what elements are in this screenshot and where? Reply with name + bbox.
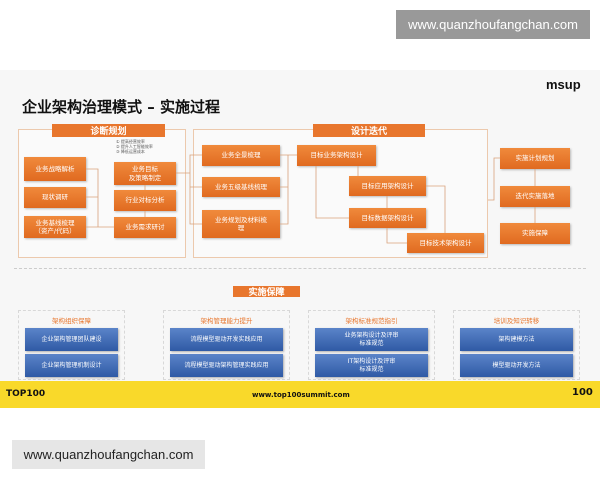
- guarantee-group: 架构管理能力提升 流程模型驱动开发实践应用 流程模型驱动架构管理实践应用: [163, 310, 290, 380]
- guarantee-group: 架构标准规范指引 业务架构设计及评审 标准规范 IT架构设计及评审 标准规范: [308, 310, 435, 380]
- item-box: 企业架构管理机制设计: [25, 354, 118, 377]
- 100-logo: 100: [572, 387, 593, 398]
- process-box: 目标应用架构设计: [349, 176, 426, 196]
- item-box: 企业架构管理团队建设: [25, 328, 118, 351]
- process-box: 目标技术架构设计: [407, 233, 484, 253]
- group-title: 架构标准规范指引: [345, 317, 398, 325]
- process-box: 实施计划规划: [500, 148, 570, 169]
- footer-url: www.top100summit.com: [252, 391, 350, 399]
- watermark-bottom: www.quanzhoufangchan.com: [12, 440, 205, 469]
- process-box: 实施保障: [500, 223, 570, 244]
- guarantee-header: 实施保障: [233, 286, 300, 298]
- item-box: 业务架构设计及评审 标准规范: [315, 328, 428, 351]
- group-title: 培训及知识转移: [493, 317, 540, 325]
- process-box: 业务规划及材料梳 理: [202, 210, 280, 238]
- msup-logo: msup: [546, 77, 581, 92]
- guarantee-group: 培训及知识转移 架构建模方法 模型驱动开发方法: [453, 310, 580, 380]
- process-box: 目标业务架构设计: [297, 145, 376, 166]
- guarantee-group: 架构组织保障 企业架构管理团队建设 企业架构管理机制设计: [18, 310, 125, 380]
- process-box: 业务需求研讨: [114, 217, 176, 238]
- process-box: 业务战略解析: [24, 157, 86, 181]
- process-box: 业务基线梳理 （资产/代码）: [24, 216, 86, 238]
- slide-title: 企业架构治理模式 – 实施过程: [22, 98, 220, 116]
- item-box: 流程模型驱动开发实践应用: [170, 328, 283, 351]
- process-box: 现状调研: [24, 187, 86, 208]
- item-box: 流程模型驱动架构管理实践应用: [170, 354, 283, 377]
- process-box: 业务全景梳理: [202, 145, 280, 166]
- process-box: 行业对标分析: [114, 190, 176, 211]
- item-box: IT架构设计及评审 标准规范: [315, 354, 428, 377]
- watermark-top: www.quanzhoufangchan.com: [396, 10, 590, 39]
- divider: [14, 268, 586, 269]
- design-header: 设计迭代: [313, 124, 425, 137]
- process-box: 业务五级基线梳理: [202, 177, 280, 197]
- item-box: 模型驱动开发方法: [460, 354, 573, 377]
- diagnosis-header: 诊断规划: [52, 124, 165, 137]
- process-box: 目标数据架构设计: [349, 208, 426, 228]
- footer-bar: TOP100 www.top100summit.com 100: [0, 381, 600, 408]
- process-box: 迭代实施落地: [500, 186, 570, 207]
- group-title: 架构组织保障: [52, 317, 91, 325]
- goal-note: ① 提高经营效率 ② 提升人工智能效率 ③ 降低运营成本: [116, 139, 153, 155]
- process-box: 业务目标 及策略制定: [114, 162, 176, 185]
- group-title: 架构管理能力提升: [200, 317, 253, 325]
- item-box: 架构建模方法: [460, 328, 573, 351]
- top100-logo: TOP100: [6, 389, 46, 399]
